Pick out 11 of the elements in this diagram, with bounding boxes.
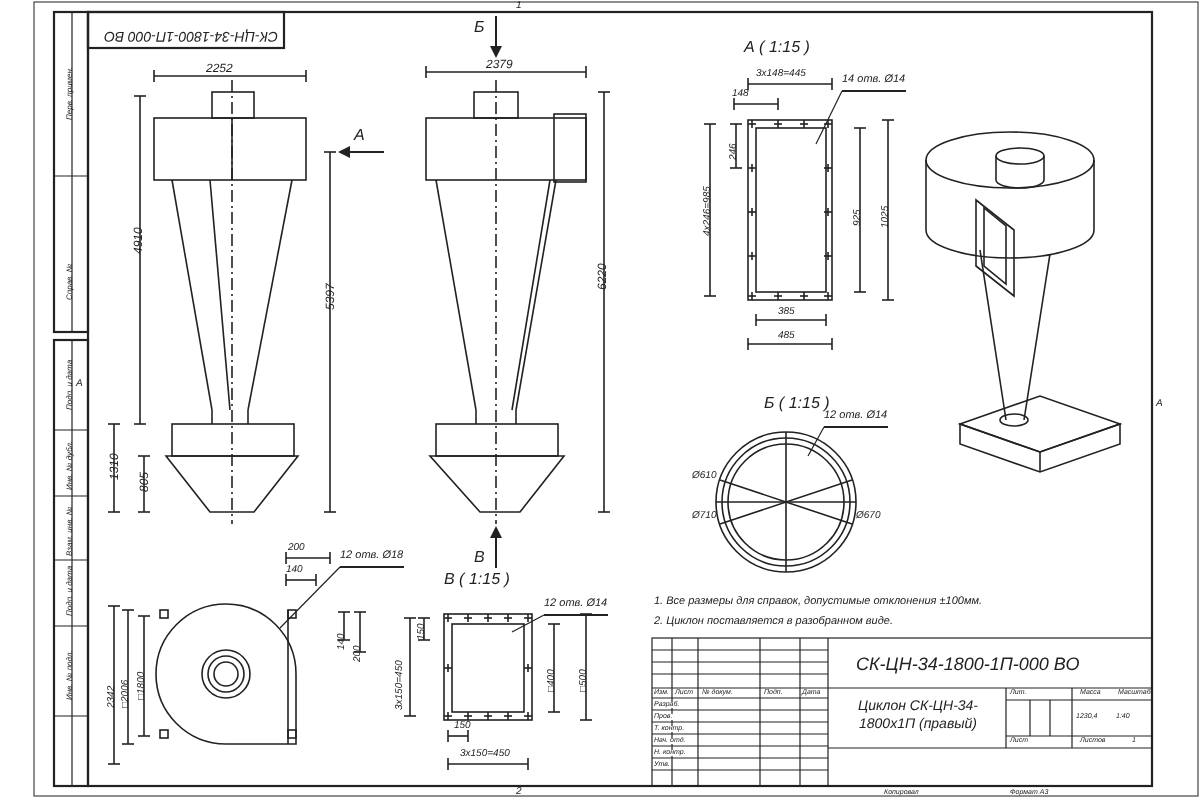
leader-line — [279, 566, 341, 629]
view-letter: А — [354, 128, 365, 144]
view-title: А ( 1:15 ) — [744, 40, 810, 56]
view-title: В ( 1:15 ) — [444, 572, 510, 588]
view-letter: Б — [474, 20, 485, 36]
leader-line — [807, 426, 825, 457]
drawing-number: СК-ЦН-34-1800-1П-000 ВО — [856, 656, 1080, 674]
view-letter: В — [474, 550, 485, 566]
leader-line — [815, 90, 843, 145]
leader-line — [511, 614, 545, 633]
view-title: Б ( 1:15 ) — [764, 396, 830, 412]
